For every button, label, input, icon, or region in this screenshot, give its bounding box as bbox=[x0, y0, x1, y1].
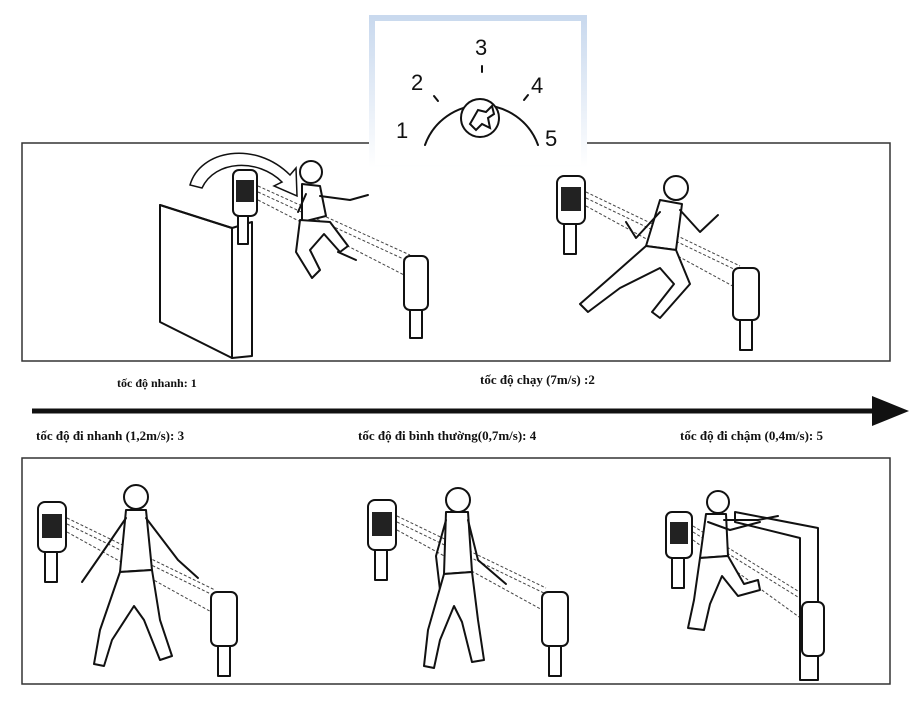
label-speed-4: tốc độ đi bình thường(0,7m/s): 4 bbox=[358, 428, 537, 443]
adjust-knob-icon bbox=[468, 104, 496, 132]
label-speed-1: tốc độ nhanh: 1 bbox=[117, 376, 197, 390]
speed-dial: 1 2 3 4 5 bbox=[369, 15, 587, 171]
scene-slow-climb bbox=[665, 490, 825, 681]
scene-fast-walk bbox=[37, 484, 238, 677]
label-speed-5: tốc độ đi chậm (0,4m/s): 5 bbox=[680, 428, 823, 443]
top-panel-frame bbox=[21, 142, 891, 362]
dial-number-2: 2 bbox=[411, 70, 423, 95]
dial-number-3: 3 bbox=[475, 35, 487, 60]
label-speed-3: tốc độ đi nhanh (1,2m/s): 3 bbox=[36, 428, 185, 443]
scene-normal-walk bbox=[367, 487, 569, 677]
speed-scale-arrow bbox=[32, 396, 909, 426]
curved-arrow-icon bbox=[189, 152, 298, 198]
label-speed-2: tốc độ chạy (7m/s) :2 bbox=[480, 372, 595, 387]
scene-fast-climb bbox=[159, 152, 429, 359]
dial-number-1: 1 bbox=[396, 118, 408, 143]
bottom-panel-frame bbox=[21, 457, 891, 685]
scene-running bbox=[556, 175, 760, 351]
dial-number-5: 5 bbox=[545, 126, 557, 151]
dial-number-4: 4 bbox=[531, 73, 543, 98]
